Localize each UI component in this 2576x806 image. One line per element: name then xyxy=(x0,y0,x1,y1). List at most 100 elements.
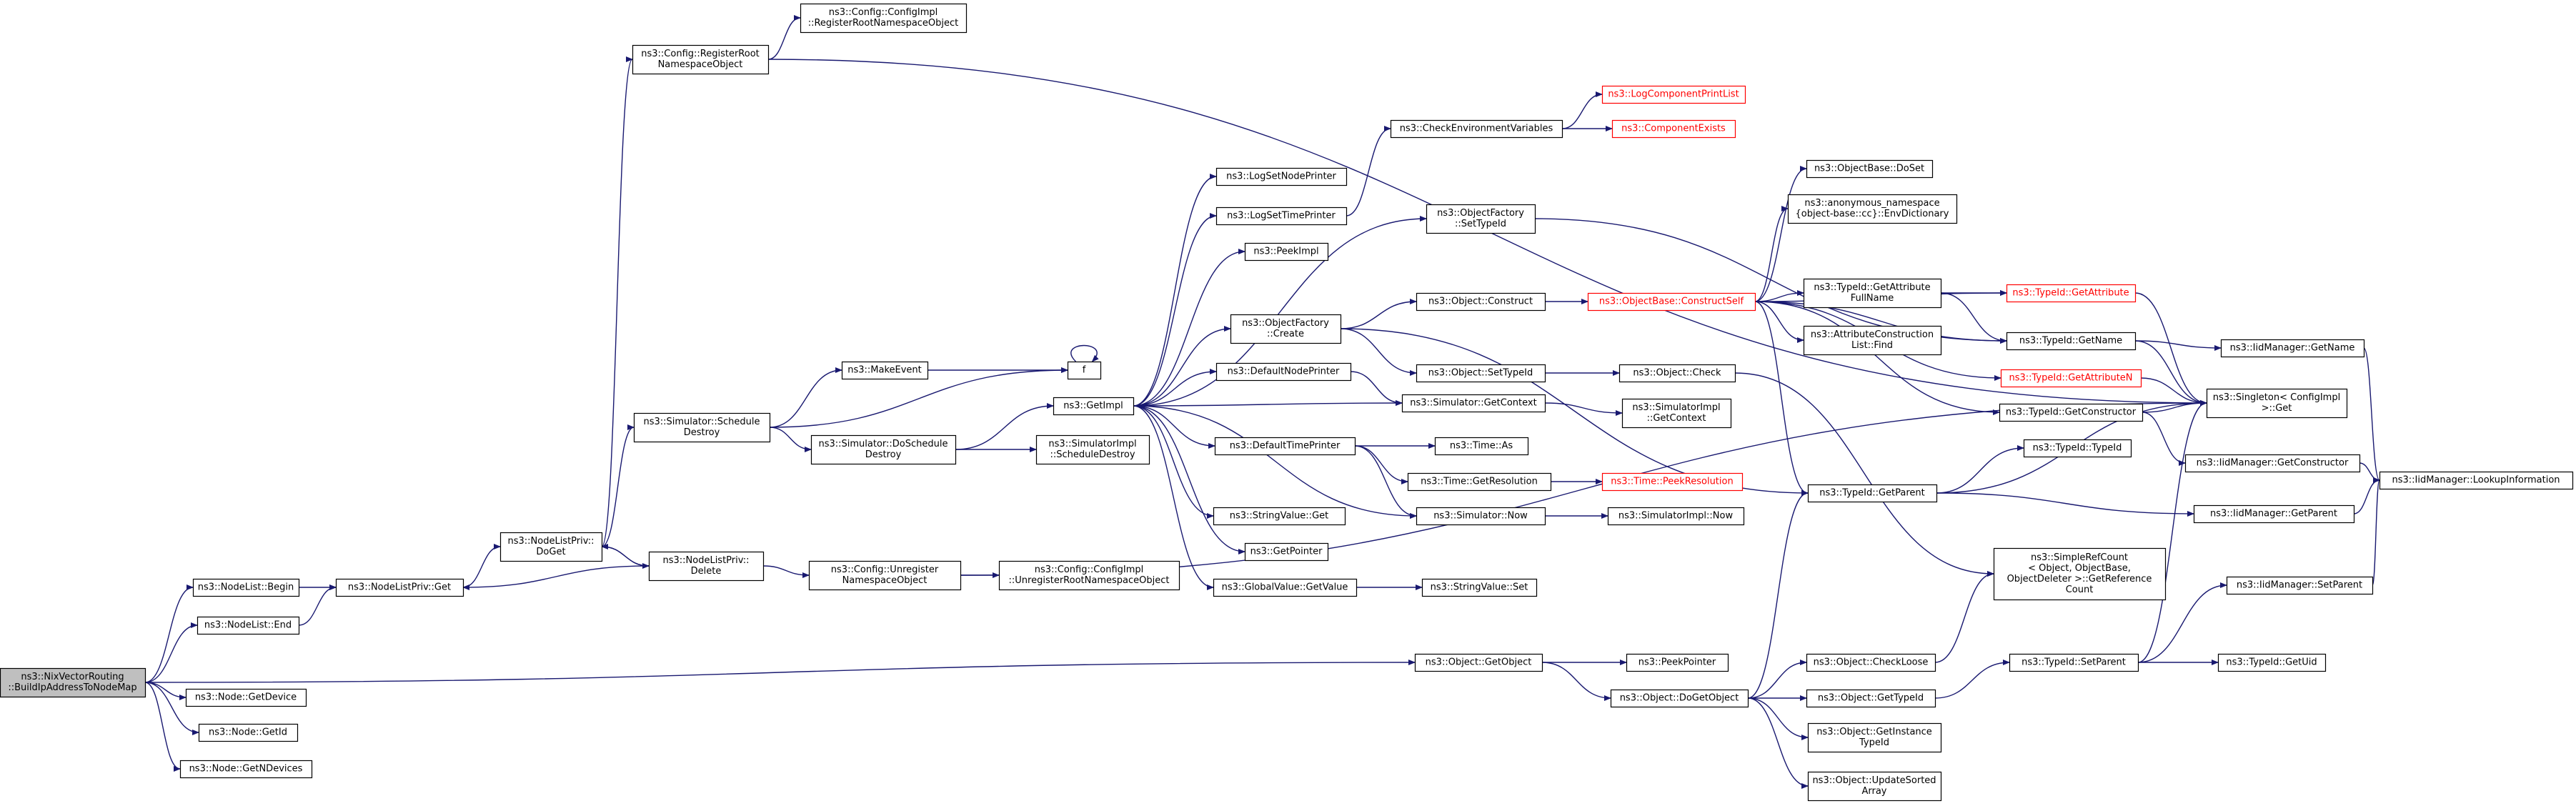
node-node-getndevices[interactable]: ns3::Node::GetNDevices xyxy=(179,760,313,779)
node-iid-getname[interactable]: ns3::IidManager::GetName xyxy=(2220,339,2365,358)
node-checkenv[interactable]: ns3::CheckEnvironmentVariables xyxy=(1390,119,1563,139)
node-cfgimpl-unregister[interactable]: ns3::Config::ConfigImpl::UnregisterRootN… xyxy=(998,560,1180,591)
node-label: ns3::LogComponentPrintList xyxy=(1608,89,1739,100)
edge-typeid-getconstructor-to-iid-getconstructor xyxy=(2142,412,2186,466)
node-makeevent[interactable]: ns3::MakeEvent xyxy=(841,361,929,380)
node-typeid-getuid[interactable]: ns3::TypeId::GetUid xyxy=(2217,653,2327,672)
edge-arrow xyxy=(960,400,2207,576)
node-iid-getconstructor[interactable]: ns3::IidManager::GetConstructor xyxy=(2184,454,2361,473)
edge-arrow xyxy=(462,544,501,588)
node-objbase-constructself[interactable]: ns3::ObjectBase::ConstructSelf xyxy=(1587,292,1756,312)
node-defaultnodeprinter[interactable]: ns3::DefaultNodePrinter xyxy=(1215,362,1352,382)
node-node-getid[interactable]: ns3::Node::GetId xyxy=(198,723,299,742)
node-iid-getparent[interactable]: ns3::IidManager::GetParent xyxy=(2193,504,2355,524)
node-simimpl-getcontext[interactable]: ns3::SimulatorImpl::GetContext xyxy=(1621,398,1732,429)
node-label: ns3::Time::As xyxy=(1450,441,1513,452)
node-box xyxy=(335,578,464,597)
node-nl-end[interactable]: ns3::NodeList::End xyxy=(197,616,300,635)
edge-arrow xyxy=(1133,405,1214,590)
node-nl-begin[interactable]: ns3::NodeList::Begin xyxy=(192,578,300,597)
node-objfactory-settypeid[interactable]: ns3::ObjectFactory::SetTypeId xyxy=(1426,204,1536,234)
node-sim-schedule-destroy[interactable]: ns3::Simulator::ScheduleDestroy xyxy=(633,412,771,443)
node-stringvalue-set[interactable]: ns3::StringValue::Set xyxy=(1421,578,1538,597)
node-label: ns3::Singleton< ConfigImpl xyxy=(2213,392,2340,403)
node-box xyxy=(1618,364,1736,383)
node-logcomponentprintlist[interactable]: ns3::LogComponentPrintList xyxy=(1601,85,1746,104)
node-componentexists[interactable]: ns3::ComponentExists xyxy=(1611,119,1736,139)
node-object-gettypeid[interactable]: ns3::Object::GetTypeId xyxy=(1806,689,1936,708)
node-label: ns3::IidManager::GetParent xyxy=(2210,509,2337,519)
node-typeid-getattribute[interactable]: ns3::TypeId::GetAttribute xyxy=(2006,284,2137,303)
node-time-peekresolution[interactable]: ns3::Time::PeekResolution xyxy=(1601,472,1744,492)
node-root[interactable]: ns3::NixVectorRouting::BuildIpAddressToN… xyxy=(0,667,146,698)
node-nlp-delete[interactable]: ns3::NodeListPriv::Delete xyxy=(648,551,765,582)
node-peekimpl[interactable]: ns3::PeekImpl xyxy=(1244,242,1329,262)
edge-getimpl-to-defaultnodeprinter xyxy=(1133,369,1217,407)
edge-f-to-f xyxy=(1070,344,1099,362)
node-label: ns3::IidManager::GetName xyxy=(2230,343,2355,354)
node-time-getresolution[interactable]: ns3::Time::GetResolution xyxy=(1407,472,1552,492)
node-typeid-getparent[interactable]: ns3::TypeId::GetParent xyxy=(1807,484,1938,503)
node-logsetnodeprinter[interactable]: ns3::LogSetNodePrinter xyxy=(1215,167,1348,186)
node-nlp-get[interactable]: ns3::NodeListPriv::Get xyxy=(335,578,464,597)
node-node-getdevice[interactable]: ns3::Node::GetDevice xyxy=(185,688,307,707)
node-sim-now[interactable]: ns3::Simulator::Now xyxy=(1416,507,1546,526)
node-iid-setparent[interactable]: ns3::IidManager::SetParent xyxy=(2226,576,2374,595)
node-singleton-get[interactable]: ns3::Singleton< ConfigImpl>::Get xyxy=(2206,388,2348,419)
node-object-getobject[interactable]: ns3::Object::GetObject xyxy=(1414,653,1543,672)
node-object-checkloose[interactable]: ns3::Object::CheckLoose xyxy=(1806,653,1936,672)
node-simimpl-now[interactable]: ns3::SimulatorImpl::Now xyxy=(1607,507,1745,526)
node-label: ns3::Time::GetResolution xyxy=(1421,477,1538,487)
node-box xyxy=(1803,278,1942,309)
node-cfg-register[interactable]: ns3::Config::RegisterRootNamespaceObject xyxy=(632,44,770,75)
node-typeid-getname[interactable]: ns3::TypeId::GetName xyxy=(2006,332,2137,351)
node-typeid-getattributen[interactable]: ns3::TypeId::GetAttributeN xyxy=(2000,369,2142,388)
node-objbase-doset[interactable]: ns3::ObjectBase::DoSet xyxy=(1806,159,1934,179)
edge-nlp-delete-to-cfg-unregister xyxy=(762,565,810,578)
node-typeid-getconstructor[interactable]: ns3::TypeId::GetConstructor xyxy=(1999,403,2144,422)
node-logsettimeprinter[interactable]: ns3::LogSetTimePrinter xyxy=(1215,207,1348,226)
node-cfgimpl-register[interactable]: ns3::Config::ConfigImpl::RegisterRootNam… xyxy=(800,3,968,34)
node-stringvalue-get[interactable]: ns3::StringValue::Get xyxy=(1213,507,1346,526)
node-time-as[interactable]: ns3::Time::As xyxy=(1434,437,1529,456)
edge-arrow xyxy=(1133,405,1214,519)
node-typeid-setparent[interactable]: ns3::TypeId::SetParent xyxy=(2009,653,2139,672)
node-getimpl[interactable]: ns3::GetImpl xyxy=(1053,397,1135,416)
node-label: ns3::Object::Check xyxy=(1633,368,1721,379)
node-typeid-typeid[interactable]: ns3::TypeId::TypeId xyxy=(2023,439,2132,458)
node-label: ns3::SimulatorImpl xyxy=(1632,402,1720,413)
node-simplerefcount[interactable]: ns3::SimpleRefCount< Object, ObjectBase,… xyxy=(1993,547,2167,601)
edge-arrow xyxy=(1133,326,1231,407)
node-nlp-doget[interactable]: ns3::NodeListPriv::DoGet xyxy=(499,532,603,562)
edge-arrow xyxy=(2137,582,2227,663)
node-getpointer[interactable]: ns3::GetPointer xyxy=(1244,542,1329,562)
node-label: ns3::TypeId::GetParent xyxy=(1819,488,1925,499)
node-label: ns3::NodeList::Begin xyxy=(198,582,294,593)
node-object-dogetobject[interactable]: ns3::Object::DoGetObject xyxy=(1610,689,1749,708)
node-iid-lookupinformation[interactable]: ns3::IidManager::LookupInformation xyxy=(2379,471,2574,490)
node-box xyxy=(499,532,603,562)
node-envdictionary[interactable]: ns3::anonymous_namespace{object-base::cc… xyxy=(1787,194,1958,224)
node-peekpointer[interactable]: ns3::PeekPointer xyxy=(1626,653,1729,672)
node-sim-getcontext[interactable]: ns3::Simulator::GetContext xyxy=(1401,394,1546,413)
edge-typeid-getparent-to-typeid-typeid xyxy=(1936,445,2024,494)
node-object-settypeid[interactable]: ns3::Object::SetTypeId xyxy=(1416,364,1546,383)
node-globalvalue-getvalue[interactable]: ns3::GlobalValue::GetValue xyxy=(1213,578,1358,597)
node-object-construct[interactable]: ns3::Object::Construct xyxy=(1416,292,1546,312)
node-label: ns3::StringValue::Get xyxy=(1230,511,1328,522)
node-objfactory-create[interactable]: ns3::ObjectFactory::Create xyxy=(1230,314,1342,344)
node-box xyxy=(1610,689,1749,708)
node-f[interactable]: f xyxy=(1067,361,1102,380)
node-object-check[interactable]: ns3::Object::Check xyxy=(1618,364,1736,383)
node-label: ns3::LogSetNodePrinter xyxy=(1226,171,1336,182)
node-defaulttimeprinter[interactable]: ns3::DefaultTimePrinter xyxy=(1214,437,1356,456)
node-simimpl-schedule-destroy[interactable]: ns3::SimulatorImpl::ScheduleDestroy xyxy=(1035,434,1150,465)
node-box xyxy=(2226,576,2374,595)
edge-root-to-node-getndevices xyxy=(144,682,181,772)
